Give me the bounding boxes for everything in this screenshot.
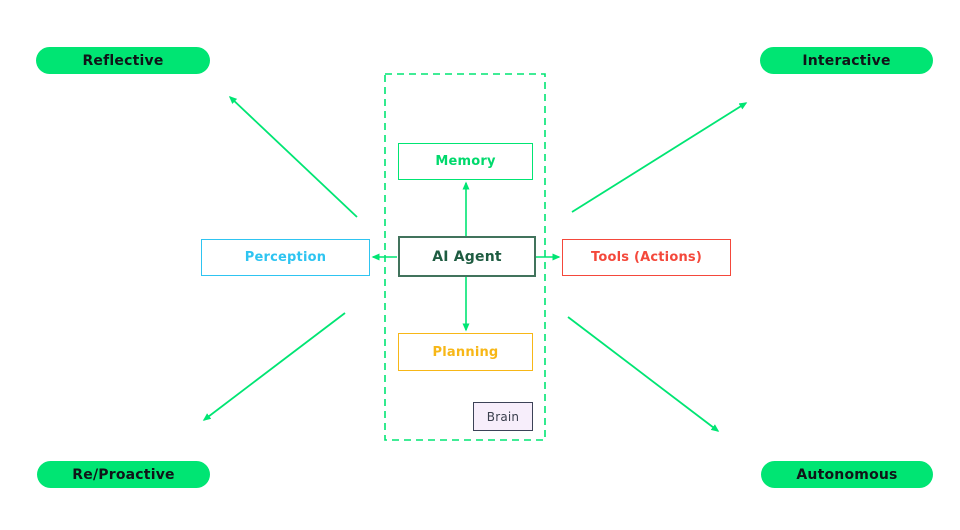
node-brain-label: Brain — [473, 402, 533, 431]
pill-interactive: Interactive — [760, 47, 933, 74]
pill-autonomous: Autonomous — [761, 461, 933, 488]
arrow-to-reflective — [228, 95, 358, 218]
arrow-to-reproactive — [202, 312, 346, 421]
arrow-to-autonomous — [567, 316, 720, 432]
node-planning: Planning — [398, 333, 533, 371]
pill-reflective: Reflective — [36, 47, 210, 74]
node-tools-actions: Tools (Actions) — [562, 239, 731, 276]
node-ai-agent: AI Agent — [398, 236, 536, 277]
node-memory: Memory — [398, 143, 533, 180]
node-perception: Perception — [201, 239, 370, 276]
pill-re-proactive: Re/Proactive — [37, 461, 210, 488]
arrow-to-interactive — [571, 102, 748, 213]
